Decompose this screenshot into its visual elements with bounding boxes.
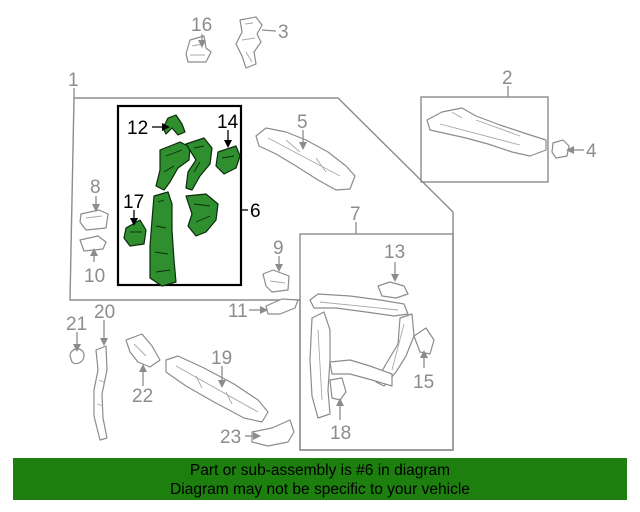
callout-22: 22 [132, 386, 153, 407]
part-21-grommet[interactable] [69, 348, 85, 365]
diagram-notice-banner: Part or sub-assembly is #6 in diagram Di… [13, 458, 627, 500]
callout-11: 11 [228, 301, 248, 322]
part-6-main-pillar[interactable] [149, 191, 177, 287]
part-6-upper-bracket[interactable] [155, 141, 191, 191]
part-3-bracket[interactable] [235, 16, 263, 69]
part-6-lower-bracket[interactable] [185, 193, 219, 237]
part-15-bracket[interactable] [413, 327, 435, 355]
part-17-bracket[interactable] [123, 219, 147, 247]
callout-16: 16 [191, 15, 212, 36]
callout-18: 18 [330, 423, 351, 444]
part-2-upper-support[interactable] [426, 107, 547, 157]
sub-assembly-2-outline [420, 96, 549, 183]
callout-15: 15 [413, 372, 434, 393]
callout-2: 2 [502, 68, 513, 89]
banner-line-2: Diagram may not be specific to your vehi… [170, 481, 470, 498]
part-23-bracket[interactable] [251, 419, 295, 447]
part-13-bracket[interactable] [377, 281, 409, 299]
callout-14: 14 [217, 112, 239, 133]
part-10-bracket[interactable] [79, 235, 107, 252]
part-6-vertical-reinforcement[interactable] [185, 137, 213, 191]
callout-4: 4 [586, 141, 597, 162]
part-9-bracket[interactable] [262, 269, 290, 293]
callout-20: 20 [94, 302, 115, 323]
part-7-lower-member[interactable] [329, 359, 393, 387]
callout-21: 21 [66, 314, 87, 335]
callout-7: 7 [350, 204, 361, 225]
banner-line-1: Part or sub-assembly is #6 in diagram [189, 462, 451, 479]
callout-17: 17 [123, 192, 144, 213]
part-16-clip[interactable] [185, 35, 212, 63]
callout-19: 19 [211, 348, 232, 369]
callout-10: 10 [84, 266, 105, 287]
callout-6: 6 [250, 201, 261, 222]
callout-3: 3 [278, 22, 289, 43]
callout-12: 12 [127, 118, 148, 139]
part-20-support[interactable] [93, 345, 108, 441]
part-7-vertical-pillar[interactable] [309, 311, 331, 419]
sub-assembly-6-frame [116, 104, 243, 287]
part-18-bracket[interactable] [329, 377, 347, 401]
part-4-bracket[interactable] [551, 139, 570, 159]
part-5-support-member[interactable] [255, 127, 356, 191]
part-8-bracket[interactable] [79, 209, 109, 231]
callout-13: 13 [384, 242, 405, 263]
callout-23: 23 [220, 427, 241, 448]
part-19-lower-crossmember[interactable] [165, 355, 269, 423]
part-11-bracket[interactable] [265, 298, 299, 315]
part-22-bracket[interactable] [125, 333, 161, 368]
callout-8: 8 [90, 177, 101, 198]
part-7-upper-member[interactable] [309, 293, 409, 317]
sub-assembly-7-outline [299, 233, 454, 451]
part-14-bracket[interactable] [215, 145, 241, 175]
callout-5: 5 [297, 112, 308, 133]
callout-1: 1 [68, 70, 79, 91]
callout-9: 9 [273, 238, 284, 259]
